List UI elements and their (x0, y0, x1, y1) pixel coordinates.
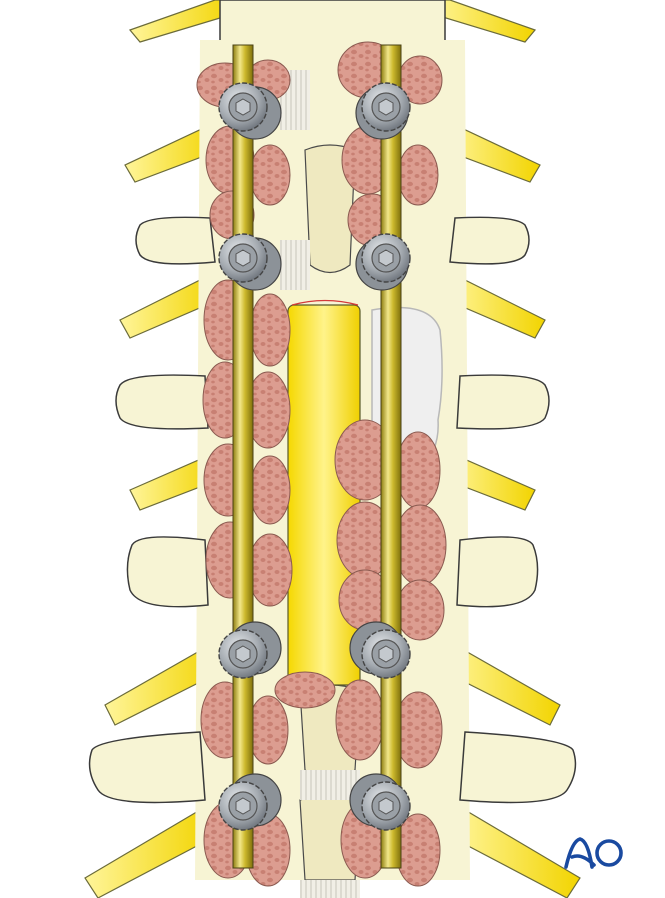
screw-left-4 (218, 773, 282, 831)
nerve-roots (84, 0, 581, 898)
screw-right-3 (349, 621, 411, 679)
screw-left-1 (218, 82, 282, 140)
pedicle-screws (218, 82, 411, 831)
screw-right-2 (355, 233, 411, 291)
screw-right-4 (349, 773, 411, 831)
screw-right-1 (355, 82, 411, 140)
ao-logo: AO (564, 837, 623, 869)
rod-left (232, 44, 254, 869)
screw-left-3 (218, 621, 282, 679)
screw-left-2 (218, 233, 282, 291)
rod-right (380, 44, 402, 869)
